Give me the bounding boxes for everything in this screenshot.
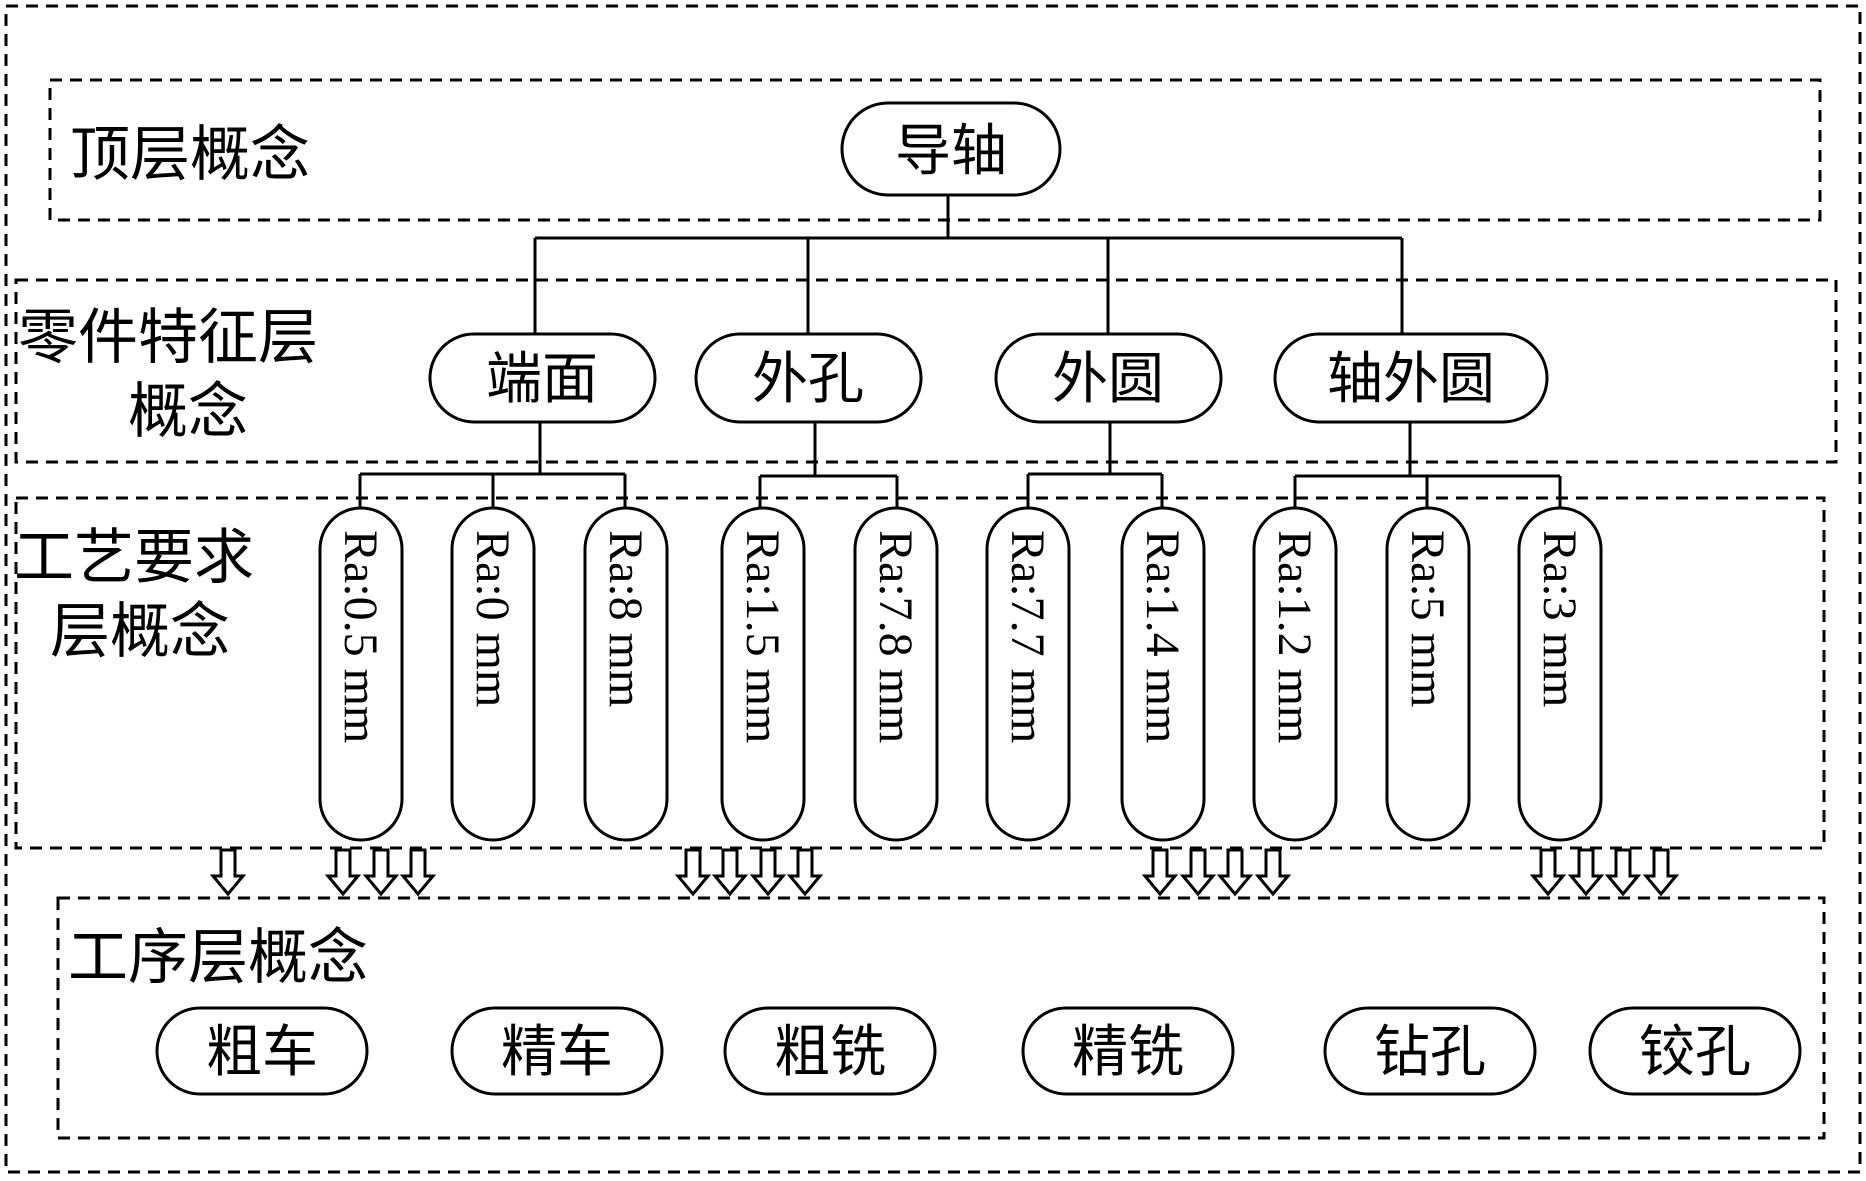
- operation-node-1: 粗车: [155, 1006, 369, 1096]
- operation-label: 精铣: [1072, 1020, 1184, 1085]
- requirement-layer-box: [14, 496, 1826, 850]
- down-arrow-icon: [713, 848, 747, 896]
- down-arrow-icon: [401, 848, 435, 896]
- feature-node-label: 轴外圆: [1327, 347, 1495, 412]
- requirement-node-8: Ra:1.2 mm: [1252, 506, 1338, 842]
- feature-node-1: 端面: [428, 332, 657, 424]
- feature-node-label: 端面: [486, 347, 598, 412]
- operation-label: 钻孔: [1374, 1020, 1486, 1085]
- top-layer-label: 顶层概念: [70, 120, 310, 190]
- operation-node-3: 粗铣: [723, 1006, 937, 1096]
- top-layer-box: [48, 78, 1822, 222]
- root-node-label: 导轴: [895, 119, 1007, 184]
- down-arrow-icon: [788, 848, 822, 896]
- requirement-node-4: Ra:1.5 mm: [720, 506, 806, 842]
- operation-label: 粗车: [206, 1020, 318, 1085]
- requirement-label: Ra:5 mm: [1401, 530, 1454, 707]
- down-arrow-icon: [364, 848, 398, 896]
- down-arrow-icon: [1531, 848, 1565, 896]
- operation-layer-box: [56, 896, 1826, 1140]
- requirement-layer-label: 工艺要求: [14, 523, 254, 593]
- requirement-label: Ra:7.7 mm: [1001, 530, 1054, 743]
- requirement-label: Ra:1.5 mm: [736, 530, 789, 743]
- down-arrow-icon: [1644, 848, 1678, 896]
- feature-node-2: 外孔: [694, 332, 923, 424]
- down-arrow-icon: [1256, 848, 1290, 896]
- requirement-label: Ra:0.5 mm: [334, 530, 387, 743]
- requirement-label: Ra:7.8 mm: [869, 530, 922, 743]
- requirement-node-1: Ra:0.5 mm: [318, 506, 404, 842]
- down-arrow-icon: [1218, 848, 1252, 896]
- requirement-node-9: Ra:5 mm: [1385, 506, 1471, 842]
- requirement-node-10: Ra:3 mm: [1517, 506, 1603, 842]
- arrows: [211, 848, 1678, 896]
- requirement-label: Ra:3 mm: [1533, 530, 1586, 707]
- connectors: [358, 196, 1562, 508]
- feature-layer-box: [14, 278, 1838, 464]
- down-arrow-icon: [211, 848, 245, 896]
- requirement-node-6: Ra:7.7 mm: [985, 506, 1071, 842]
- down-arrow-icon: [326, 848, 360, 896]
- feature-node-label: 外圆: [1052, 347, 1164, 412]
- requirement-node-7: Ra:1.4 mm: [1120, 506, 1206, 842]
- requirement-node-3: Ra:8 mm: [583, 506, 669, 842]
- down-arrow-icon: [1606, 848, 1640, 896]
- down-arrow-icon: [1569, 848, 1603, 896]
- down-arrow-icon: [1143, 848, 1177, 896]
- feature-node-label: 外孔: [752, 347, 864, 412]
- requirement-label: Ra:8 mm: [599, 530, 652, 707]
- requirement-node-5: Ra:7.8 mm: [853, 506, 939, 842]
- requirement-label: Ra:0 mm: [466, 530, 519, 707]
- down-arrow-icon: [1181, 848, 1215, 896]
- requirement-label: Ra:1.2 mm: [1268, 530, 1321, 743]
- feature-node-3: 外圆: [994, 332, 1223, 424]
- down-arrow-icon: [751, 848, 785, 896]
- feature-layer-label: 零件特征层: [18, 303, 318, 373]
- requirement-layer-label-2: 层概念: [50, 597, 230, 667]
- feature-layer-label-2: 概念: [128, 377, 248, 447]
- operation-layer-label: 工序层概念: [68, 923, 368, 993]
- operation-node-2: 精车: [450, 1006, 664, 1096]
- requirement-label: Ra:1.4 mm: [1136, 530, 1189, 743]
- operation-node-6: 铰孔: [1588, 1006, 1802, 1096]
- operation-label: 铰孔: [1639, 1020, 1751, 1085]
- feature-node-4: 轴外圆: [1273, 332, 1549, 424]
- operation-label: 精车: [501, 1020, 613, 1085]
- operation-node-4: 精铣: [1021, 1006, 1235, 1096]
- root-node: 导轴: [840, 101, 1062, 197]
- outer-frame: [4, 4, 1862, 1174]
- operation-label: 粗铣: [774, 1020, 886, 1085]
- operation-node-5: 钻孔: [1323, 1006, 1537, 1096]
- requirement-node-2: Ra:0 mm: [450, 506, 536, 842]
- down-arrow-icon: [676, 848, 710, 896]
